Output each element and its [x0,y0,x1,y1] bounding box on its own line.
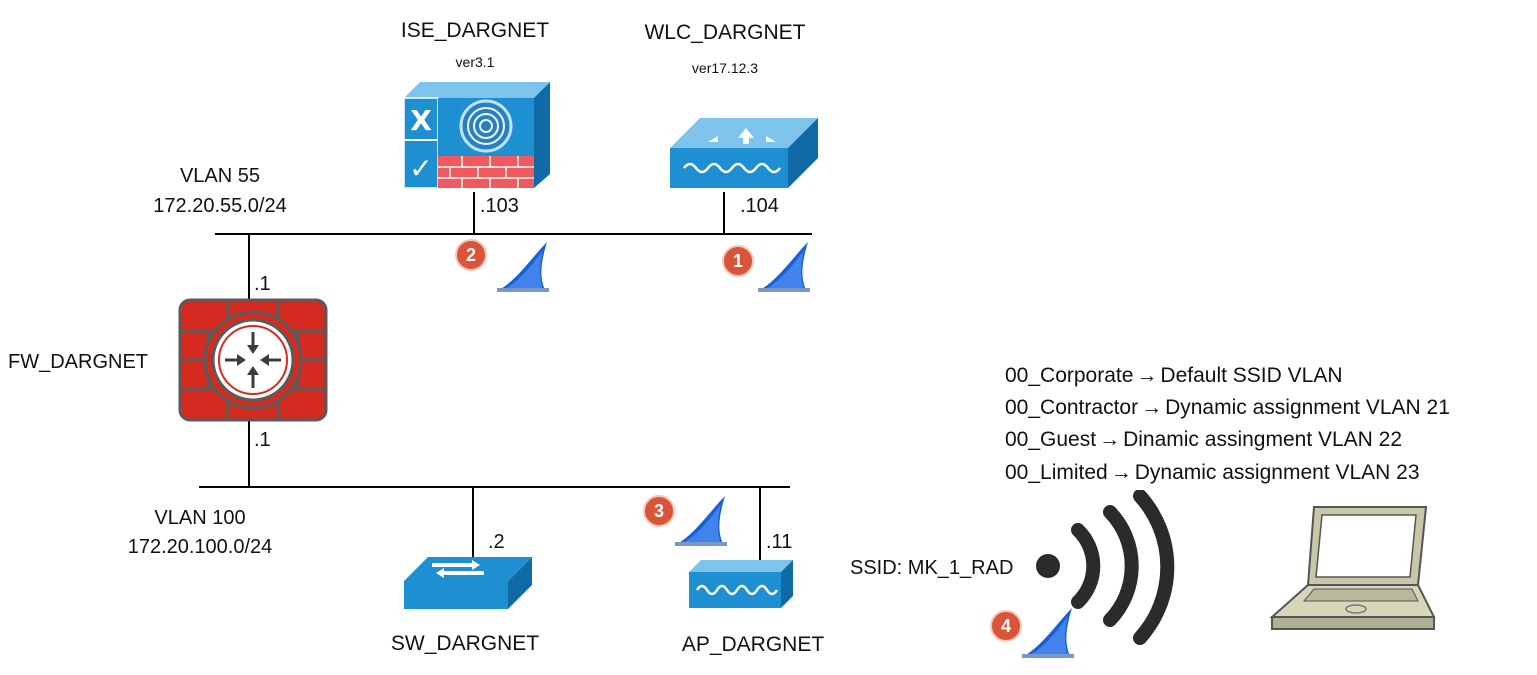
ise-server-icon[interactable]: X ✓ [400,78,552,190]
access-point-icon[interactable] [687,558,795,610]
switch-icon[interactable] [402,555,534,611]
wifi-signal-icon [1036,490,1175,645]
vlan55-subnet: 172.20.55.0/24 [153,195,287,217]
ap-name: AP_DARGNET [681,633,825,656]
vlan100-subnet: 172.20.100.0/24 [127,536,273,558]
packet-capture-fin-icon [675,496,727,546]
ssid-label: SSID: MK_1_RAD [850,557,1014,579]
ap-ip: .11 [766,531,793,553]
wlc-controller-icon[interactable] [668,116,820,190]
svg-text:✓: ✓ [409,152,432,185]
packet-capture-fin-icon [497,242,549,292]
capture-point-badge-2: 2 [455,239,487,271]
wlc-ip: .104 [740,195,779,217]
capture-point-badge-4: 4 [990,610,1022,642]
vlan100-name: VLAN 100 [154,507,246,529]
packet-capture-fin-icon [1022,608,1074,658]
firewall-icon[interactable] [178,298,328,422]
sw-name: SW_DARGNET [390,632,540,655]
capture-point-badge-1: 1 [722,245,754,277]
fw-ip-bottom: .1 [254,429,271,451]
ise-name: ISE_DARGNET [400,19,550,42]
fw-name: FW_DARGNET [8,351,148,373]
wlc-version: ver17.12.3 [691,60,759,76]
wlc-name: WLC_DARGNET [644,21,806,44]
ise-ip: .103 [480,195,519,217]
ise-version: ver3.1 [455,54,495,70]
ssid-mapping-row: 00_Contractor→Dynamic assignment VLAN 21 [1005,396,1450,419]
fw-ip-top: .1 [254,273,271,295]
svg-text:X: X [410,104,432,137]
packet-capture-fin-icon [758,242,810,292]
ssid-mapping-row: 00_Guest→Dinamic assingment VLAN 22 [1005,428,1403,451]
ssid-mapping-row: 00_Limited→Dynamic assignment VLAN 23 [1005,461,1420,484]
vlan55-name: VLAN 55 [179,165,261,187]
ssid-mapping-row: 00_Corporate→Default SSID VLAN [1005,364,1343,387]
laptop-icon[interactable] [1268,505,1438,635]
sw-ip: .2 [488,531,505,553]
capture-point-badge-3: 3 [643,495,675,527]
